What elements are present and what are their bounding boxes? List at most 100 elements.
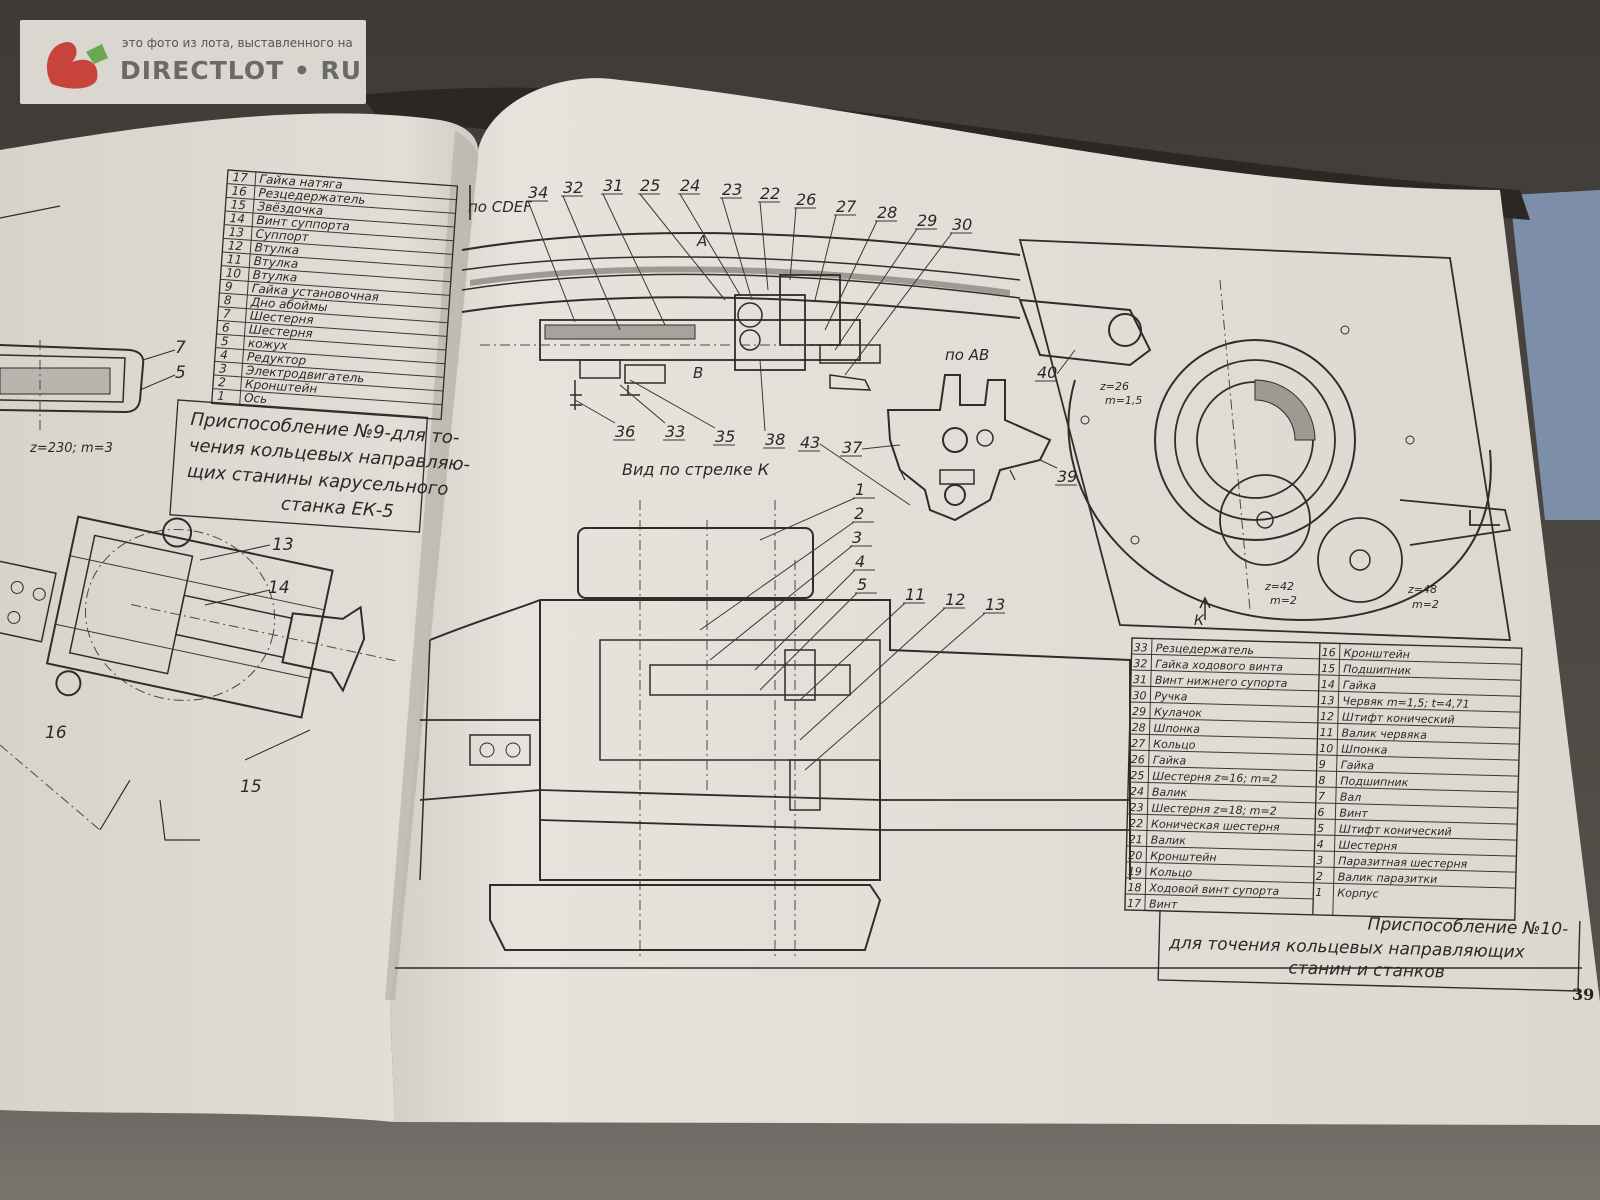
part-name: Суппорт xyxy=(255,227,310,245)
table-row-divider xyxy=(1129,733,1318,740)
table-row-divider xyxy=(1319,658,1522,665)
callout-number: 32 xyxy=(563,178,583,197)
part-number: 4 xyxy=(1316,838,1323,851)
part-name: Кулачок xyxy=(1154,706,1203,720)
table-row-divider xyxy=(1125,877,1314,884)
callout-number: 34 xyxy=(528,183,548,202)
table-row-divider xyxy=(213,374,444,392)
table-row-divider xyxy=(1316,754,1519,761)
callout-leader xyxy=(1056,349,1076,375)
part-number: 10 xyxy=(225,266,242,281)
callout-leader xyxy=(759,201,769,291)
table-row-divider xyxy=(218,306,448,324)
part-number: 17 xyxy=(1127,897,1141,910)
gear2-z: z=42 xyxy=(1264,580,1294,593)
table-row-divider xyxy=(1130,701,1319,708)
part-name: Ось xyxy=(244,391,268,407)
table-row-divider xyxy=(1129,717,1318,724)
blue-object xyxy=(1510,190,1600,520)
watermark-brand[interactable]: DIRECTLOT • RU xyxy=(120,56,363,85)
left-support-assembly xyxy=(0,515,396,719)
part-number: 13 xyxy=(1320,694,1334,707)
table-row-divider xyxy=(1125,893,1314,900)
part-name: Валик xyxy=(1151,834,1187,848)
part-number: 16 xyxy=(231,184,248,199)
table-row-divider xyxy=(223,237,453,255)
part-number: 2 xyxy=(1316,870,1323,883)
part-number: 6 xyxy=(1317,806,1324,819)
page-number: 39 xyxy=(1572,985,1594,1004)
part-number: 2 xyxy=(218,375,227,389)
part-number: 17 xyxy=(232,170,249,185)
part-name: Паразитная шестерня xyxy=(1338,854,1468,870)
gear3-m: m=2 xyxy=(1412,598,1439,611)
arrow-a-label: А xyxy=(696,232,707,250)
part-name: Дно абоймы xyxy=(249,295,328,314)
part-name: Кронштейн xyxy=(1344,647,1411,662)
callout-leader xyxy=(619,384,666,424)
table-row-divider xyxy=(1314,850,1517,857)
part-number: 1 xyxy=(1315,886,1322,899)
part-name: Ходовой винт супорта xyxy=(1148,882,1279,898)
watermark-subtitle: это фото из лота, выставленного на xyxy=(122,36,353,50)
part-number: 6 xyxy=(222,320,231,335)
part-number: 29 xyxy=(1132,705,1146,718)
table-row-divider xyxy=(1315,818,1518,825)
table-row-divider xyxy=(1314,834,1517,841)
part-name: Вал xyxy=(1340,790,1362,804)
table-row-divider xyxy=(219,292,449,310)
right-page xyxy=(390,78,1600,1125)
table-row-divider xyxy=(1126,829,1315,836)
gear1-z: z=26 xyxy=(1099,380,1129,393)
part-name: Подшипник xyxy=(1343,663,1412,678)
left-page xyxy=(0,113,478,1122)
part-name: Валик xyxy=(1152,786,1188,800)
callout-number: 31 xyxy=(603,176,623,195)
callout-number: 38 xyxy=(765,430,785,449)
callout-leader xyxy=(721,197,753,301)
callout-leader xyxy=(709,545,853,661)
part-name: Резцедержатель xyxy=(1156,642,1255,658)
part-name: Гайка ходового винта xyxy=(1155,658,1283,674)
watermark: это фото из лота, выставленного на DIREC… xyxy=(20,20,366,104)
callout-16: 16 xyxy=(45,723,67,743)
callout-leader xyxy=(789,207,797,281)
part-name: Гайка xyxy=(1343,679,1377,693)
callout-number: 36 xyxy=(615,422,635,441)
callout-number: 23 xyxy=(722,180,742,199)
part-number: 5 xyxy=(221,334,230,348)
part-name: Звёздочка xyxy=(257,199,324,218)
callout-number: 22 xyxy=(760,184,780,203)
callout-leader xyxy=(824,220,878,331)
table-row-divider xyxy=(1131,653,1320,660)
part-number: 9 xyxy=(1319,758,1326,771)
table-row-divider xyxy=(1127,813,1316,820)
callout-leader xyxy=(759,497,856,541)
table-row-divider xyxy=(1317,722,1520,729)
part-number: 32 xyxy=(1133,657,1147,670)
callout-leader xyxy=(602,193,666,326)
table-row-divider xyxy=(220,278,450,296)
table-row-divider xyxy=(1129,749,1318,756)
callout-number: 1 xyxy=(855,480,865,499)
callout-leader xyxy=(844,232,953,376)
part-number: 14 xyxy=(1321,678,1335,691)
part-name: Втулка xyxy=(254,240,299,257)
part-number: 7 xyxy=(1318,790,1325,803)
callout-number: 28 xyxy=(877,203,897,222)
part-name: Редуктор xyxy=(247,350,307,368)
part-number: 1 xyxy=(217,389,226,403)
part-number: 31 xyxy=(1133,673,1147,686)
part-name: Ручка xyxy=(1154,690,1188,704)
callout-number: 27 xyxy=(836,197,857,216)
part-name: Валик червяка xyxy=(1341,727,1427,742)
callout-number: 39 xyxy=(1057,467,1077,486)
part-number: 11 xyxy=(1319,726,1333,739)
table-row-divider xyxy=(1128,781,1317,788)
part-name: Винт xyxy=(1149,898,1178,912)
part-number: 5 xyxy=(1317,822,1324,835)
